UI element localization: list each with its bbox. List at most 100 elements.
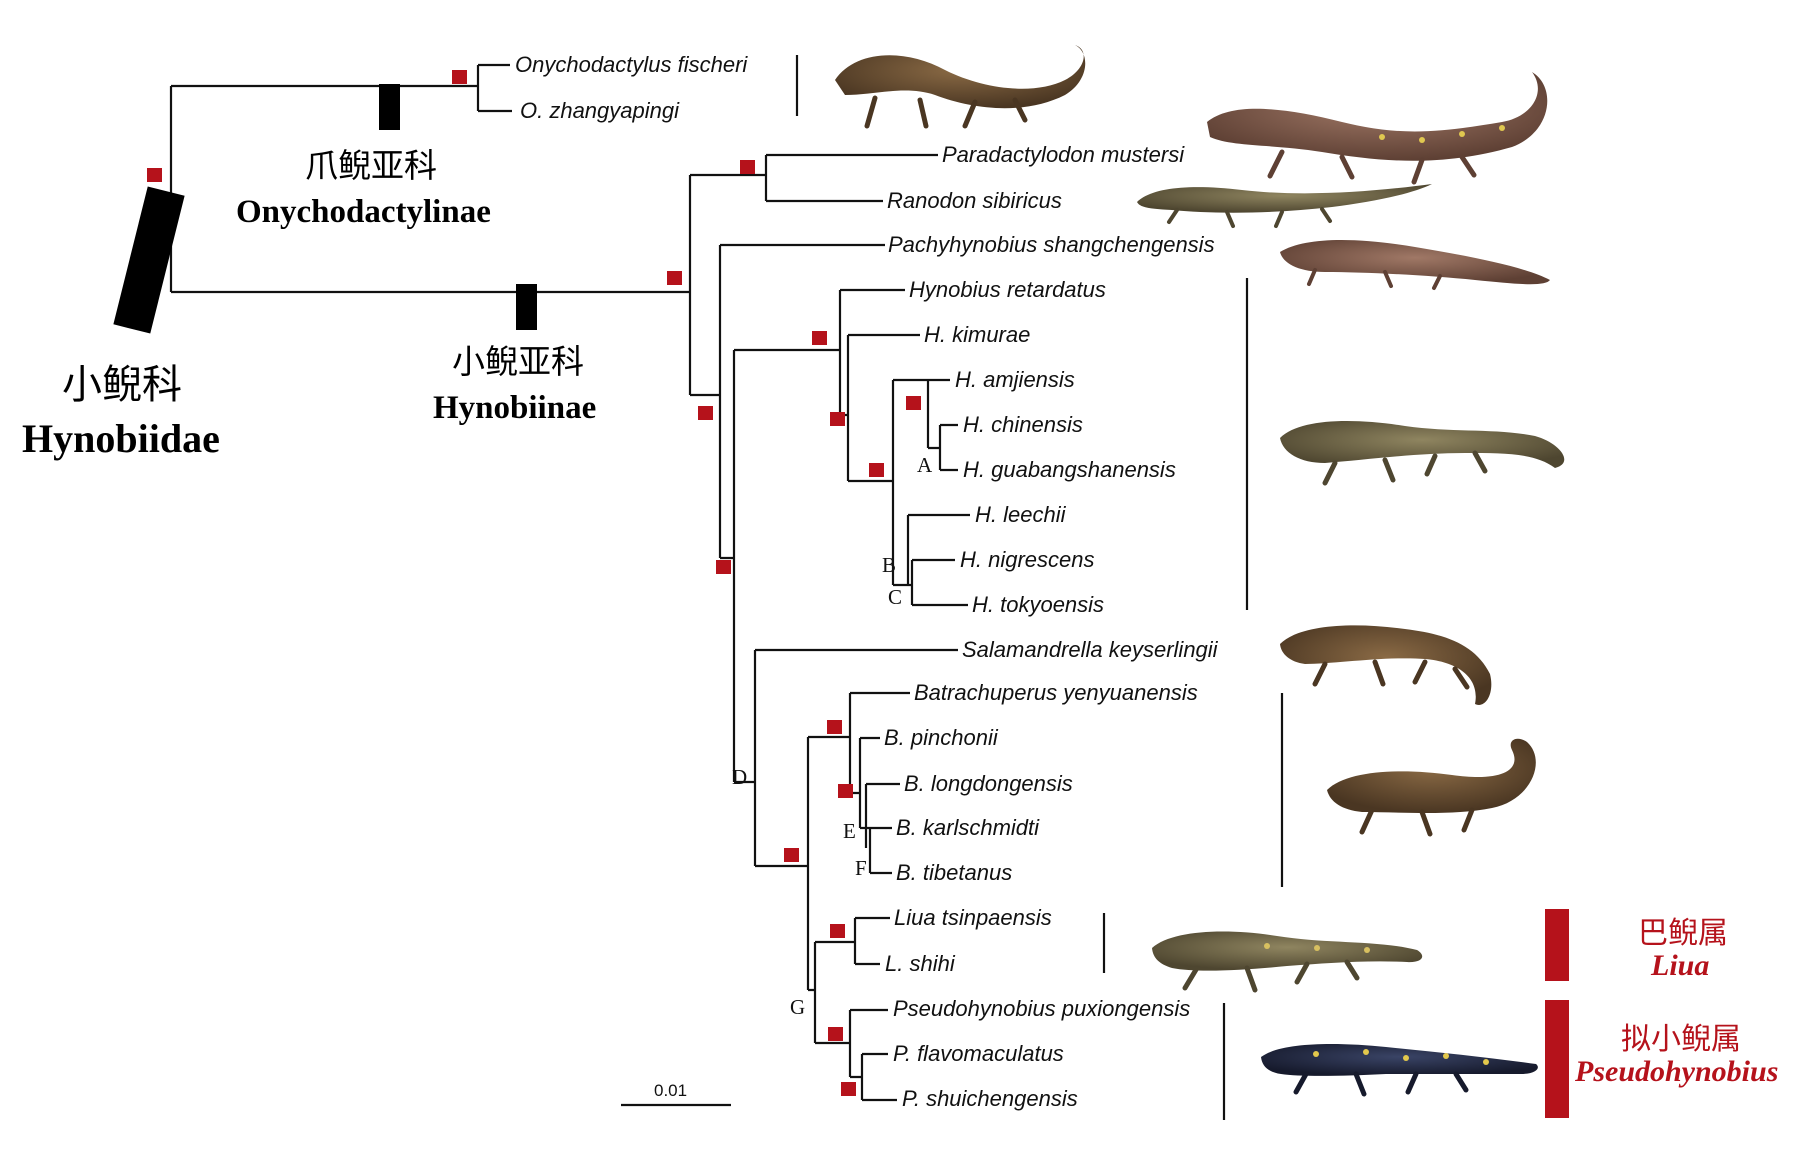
taxon-label: Onychodactylus fischeri: [515, 52, 748, 77]
branch-core2: [732, 348, 840, 784]
taxon-labels: Onychodactylus fischeri O. zhangyapingi …: [515, 52, 1219, 1111]
branch-hynobius-a3: [938, 423, 958, 472]
group-labels: 爪鲵亚科 Onychodactylinae 小鲵亚科 Hynobiinae 小鲵…: [22, 146, 596, 461]
taxon-label: B. pinchonii: [884, 725, 999, 750]
taxon-label: O. zhangyapingi: [520, 98, 680, 123]
branch-pseudohynobius2: [860, 1052, 897, 1102]
branch-hynobius: [838, 288, 905, 417]
genus-bar-liua: [1545, 909, 1569, 981]
subfamily-label-latin: Onychodactylinae: [236, 194, 491, 230]
support-marker: [827, 720, 842, 734]
salamander-liua-photo: [1152, 931, 1423, 993]
support-marker: [812, 331, 827, 345]
taxon-label: Salamandrella keyserlingii: [962, 637, 1219, 662]
node-label: F: [855, 856, 867, 880]
salamander-pachyhynobius-photo: [1280, 240, 1550, 290]
taxon-label: H. guabangshanensis: [963, 457, 1176, 482]
taxon-label: B. tibetanus: [896, 860, 1012, 885]
family-bar: [113, 186, 185, 334]
genus-highlights: 巴鲵属 Liua 拟小鲵属 Pseudohynobius: [1545, 909, 1778, 1118]
genus-label-latin: Liua: [1650, 949, 1709, 982]
branch-hynobiinae-node: [688, 173, 766, 397]
branch-hynobius-c: [910, 558, 968, 607]
branch-batrachuperus-g: [806, 735, 850, 992]
taxon-label: B. longdongensis: [904, 771, 1073, 796]
scale-bar-label: 0.01: [654, 1081, 687, 1100]
branch-hynobius-a2: [926, 378, 950, 450]
support-marker: [147, 168, 162, 182]
taxon-label: H. leechii: [975, 502, 1067, 527]
salamander-hynobius-photo: [1280, 421, 1565, 486]
salamander-batrachuperus-photo: [1327, 738, 1536, 837]
genus-label-cn: 拟小鲵属: [1621, 1022, 1741, 1057]
branch-batrachuperus-e2: [864, 782, 900, 848]
taxon-label: H. kimurae: [924, 322, 1030, 347]
branch-liua: [853, 916, 890, 966]
salamander-ranodon-photo: [1137, 184, 1432, 228]
support-marker: [740, 160, 755, 174]
taxon-label: H. chinensis: [963, 412, 1083, 437]
subfamily-bar-onychodactylinae: [379, 84, 400, 130]
subfamily-label-latin: Hynobiinae: [433, 390, 596, 426]
support-marker: [830, 412, 845, 426]
genus-label-cn: 巴鲵属: [1638, 916, 1728, 951]
taxon-label: Paradactylodon mustersi: [942, 142, 1185, 167]
node-label: E: [843, 819, 856, 843]
family-label-cn: 小鲵科: [62, 362, 182, 408]
salamander-pseudohynobius-photo: [1261, 1044, 1538, 1097]
support-marker: [828, 1027, 843, 1041]
branch-g: [813, 940, 855, 1045]
support-marker: [452, 70, 467, 84]
branch-core: [718, 243, 885, 560]
branch-paradactylodon-ranodon: [764, 153, 938, 203]
branch-d: [753, 648, 958, 868]
support-marker: [906, 396, 921, 410]
subfamily-bar-hynobiinae: [516, 284, 537, 330]
taxon-label: Batrachuperus yenyuanensis: [914, 680, 1198, 705]
support-marker: [698, 406, 713, 420]
support-marker: [784, 848, 799, 862]
taxon-label: H. nigrescens: [960, 547, 1095, 572]
salamander-salamandrella-photo: [1280, 625, 1492, 705]
taxon-label: L. shihi: [885, 951, 956, 976]
salamander-onychodactylus-photo: [835, 45, 1086, 129]
genus-label-latin: Pseudohynobius: [1574, 1055, 1778, 1088]
node-label: G: [790, 995, 805, 1019]
branch-batrachuperus-f: [868, 826, 892, 875]
node-label: B: [882, 553, 896, 577]
branch-pseudohynobius: [848, 1008, 888, 1079]
subfamily-label-cn: 爪鲵亚科: [305, 146, 437, 185]
support-marker: [830, 924, 845, 938]
taxon-label: Hynobius retardatus: [909, 277, 1106, 302]
taxon-label: H. amjiensis: [955, 367, 1075, 392]
scale-bar: 0.01: [621, 1081, 731, 1107]
salamander-paradactylodon-photo: [1207, 72, 1548, 185]
branches: [169, 63, 970, 1102]
family-label-latin: Hynobiidae: [22, 416, 220, 461]
taxon-label: Liua tsinpaensis: [894, 905, 1052, 930]
node-label: A: [917, 453, 933, 477]
clade-brackets: [795, 55, 1284, 1120]
support-marker: [667, 271, 682, 285]
branch-hynobius2: [846, 333, 920, 483]
taxon-label: Pseudohynobius puxiongensis: [893, 996, 1190, 1021]
support-marker: [838, 784, 853, 798]
taxon-label: H. tokyoensis: [972, 592, 1104, 617]
taxon-label: B. karlschmidti: [896, 815, 1040, 840]
support-marker: [841, 1082, 856, 1096]
taxon-label: P. shuichengensis: [902, 1086, 1078, 1111]
taxon-label: Pachyhynobius shangchengensis: [888, 232, 1215, 257]
support-markers: [147, 70, 921, 1096]
branch-hynobius-a: [891, 378, 928, 587]
subfamily-label-cn: 小鲵亚科: [452, 342, 584, 381]
support-marker: [869, 463, 884, 477]
node-label: D: [732, 765, 747, 789]
node-label: C: [888, 585, 902, 609]
branch-onychodactylus: [476, 63, 512, 113]
genus-bar-pseudohynobius: [1545, 1000, 1569, 1118]
taxon-label: P. flavomaculatus: [893, 1041, 1064, 1066]
support-marker: [716, 560, 731, 574]
taxon-label: Ranodon sibiricus: [887, 188, 1062, 213]
node-labels: A B C D E F G: [732, 453, 933, 1019]
